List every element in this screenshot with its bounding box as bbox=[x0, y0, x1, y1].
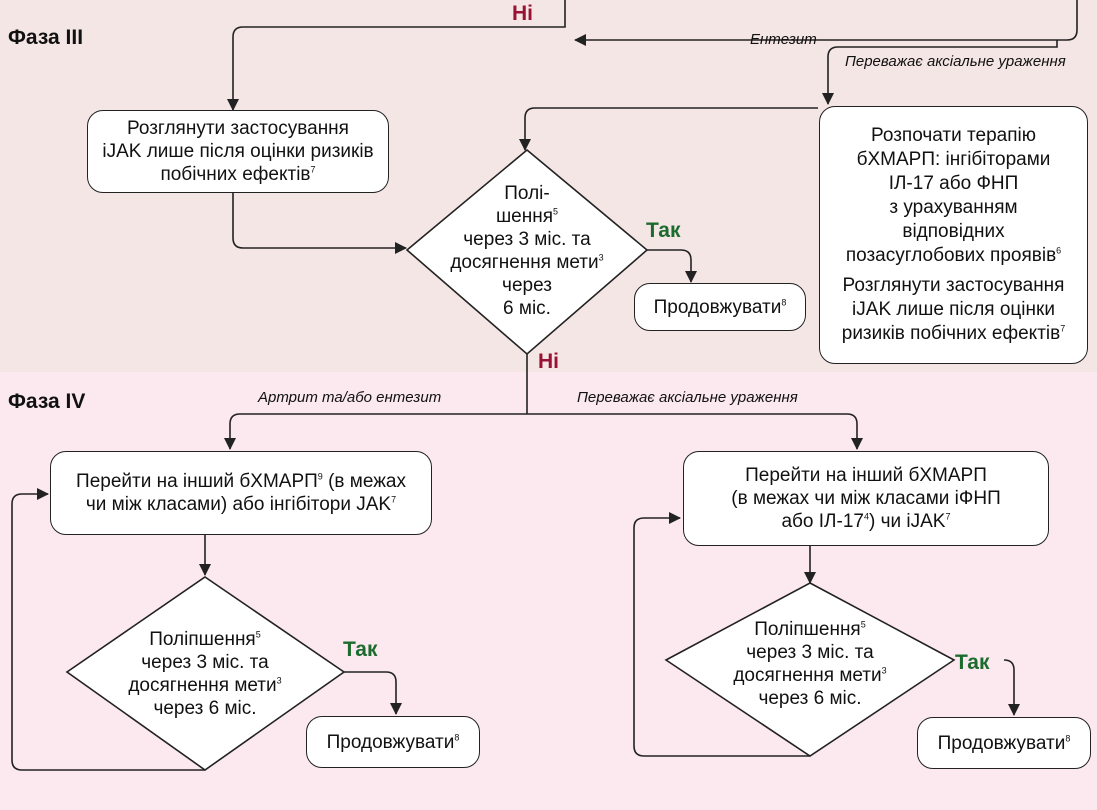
arrow-from-right bbox=[574, 0, 1078, 46]
diamond-top-shape bbox=[405, 148, 649, 356]
yes-label-left: Так bbox=[343, 638, 378, 661]
no-label-middle: Ні bbox=[538, 350, 559, 373]
continue-box-right: Продовжувати8 bbox=[917, 717, 1091, 769]
axial-label-bottom: Переважає аксіальне ураження bbox=[577, 389, 798, 406]
start-bdmard-box: Розпочати терапію бХМАРП: інгібіторами І… bbox=[819, 106, 1088, 364]
arrow-top-yes bbox=[643, 249, 697, 283]
arrow-axial-to-bdmard bbox=[822, 40, 1058, 105]
arrow-arthritis-branch bbox=[224, 413, 527, 450]
yes-label-top: Так bbox=[646, 219, 681, 242]
diamond-left-text: Поліпшення5 через 3 міс. та досягнення м… bbox=[128, 629, 282, 719]
arrow-left-loop bbox=[11, 488, 205, 771]
continue-box-top: Продовжувати8 bbox=[634, 283, 806, 331]
continue-box-left: Продовжувати8 bbox=[306, 716, 480, 768]
arrow-bdmard-to-diamond bbox=[519, 107, 818, 151]
arrow-left-yes bbox=[344, 671, 402, 715]
axial-label-top: Переважає аксіальне ураження bbox=[845, 53, 1066, 70]
diamond-top-text: Полі- шення5 через 3 міс. та досягнення … bbox=[450, 183, 604, 319]
switch-bdmard-right-box: Перейти на інший бХМАРП (в межах чи між … bbox=[683, 451, 1049, 546]
arthritis-label: Артрит та/або ентезит bbox=[258, 389, 442, 406]
diamond-right-text: Поліпшення5 через 3 міс. та досягнення м… bbox=[733, 619, 887, 709]
enthesitis-label: Ентезит bbox=[750, 31, 817, 48]
phase-4-title: Фаза IV bbox=[8, 390, 86, 413]
arrow-axial-branch bbox=[527, 413, 863, 450]
yes-label-right: Так bbox=[955, 651, 990, 674]
arrow-no-to-jak bbox=[227, 0, 566, 111]
diamond-right-shape bbox=[664, 582, 956, 757]
consider-jak-box: Розглянути застосування iJAK лише після … bbox=[87, 110, 389, 193]
phase-3-title: Фаза III bbox=[8, 26, 84, 49]
arrow-right-yes bbox=[1003, 659, 1020, 716]
switch-bdmard-left-box: Перейти на інший бХМАРП9 (в межах чи між… bbox=[50, 451, 432, 535]
no-label-top: Ні bbox=[512, 2, 533, 25]
diamond-left-shape bbox=[65, 576, 346, 771]
arrow-jak-to-diamond bbox=[232, 193, 407, 254]
arrow-right-loop bbox=[633, 512, 810, 757]
